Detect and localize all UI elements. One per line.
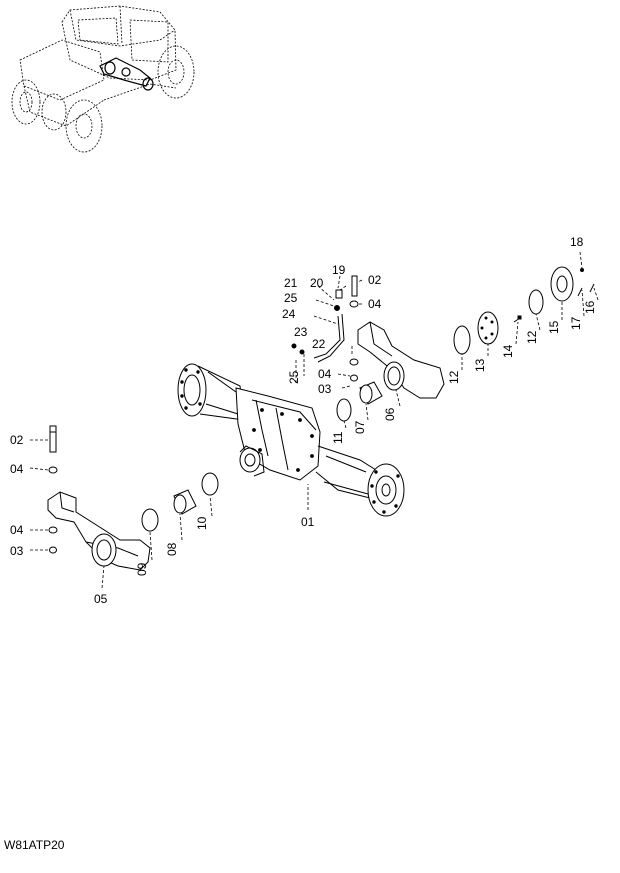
callout-06: 06 bbox=[383, 407, 397, 421]
top-fittings bbox=[291, 275, 359, 382]
callout-24: 24 bbox=[282, 307, 296, 321]
cover-plate-13 bbox=[477, 311, 499, 345]
screw-14 bbox=[513, 315, 522, 323]
left-nut-04 bbox=[48, 466, 58, 474]
left-ring-09 bbox=[141, 508, 159, 532]
tractor-locator-illustration bbox=[11, 5, 195, 153]
bolt-18 bbox=[580, 268, 584, 272]
callout-05: 05 bbox=[94, 592, 108, 606]
callout-25-bottom: 25 bbox=[287, 370, 301, 384]
right-bracket bbox=[357, 321, 445, 399]
callout-labels: 01 02 04 04 03 05 09 08 10 06 07 11 12 1… bbox=[10, 235, 597, 606]
callout-02-left: 02 bbox=[10, 433, 24, 447]
left-bolt-02 bbox=[49, 425, 57, 453]
left-bracket bbox=[47, 491, 151, 571]
seal-ring-12a bbox=[453, 325, 471, 355]
axle-housing bbox=[177, 363, 405, 517]
callout-12-a: 12 bbox=[447, 370, 461, 384]
seal-ring-12b bbox=[528, 289, 544, 315]
left-bushing-08 bbox=[173, 489, 197, 515]
left-ring-10 bbox=[201, 472, 219, 496]
leader-lines bbox=[29, 251, 599, 589]
right-ring-11 bbox=[336, 398, 352, 422]
callout-04-left-bottom: 04 bbox=[10, 523, 24, 537]
callout-21: 21 bbox=[284, 276, 298, 290]
left-nut-04-lower bbox=[48, 526, 58, 554]
callout-20: 20 bbox=[310, 276, 324, 290]
callout-11: 11 bbox=[331, 431, 345, 444]
callout-07: 07 bbox=[353, 420, 367, 434]
callout-14: 14 bbox=[501, 344, 515, 358]
callout-17: 17 bbox=[569, 316, 583, 330]
callout-03-left: 03 bbox=[10, 544, 24, 558]
callout-13: 13 bbox=[473, 358, 487, 372]
callout-16: 16 bbox=[583, 300, 597, 314]
callout-23: 23 bbox=[294, 325, 308, 339]
callout-25-top: 25 bbox=[284, 291, 298, 305]
callout-09: 09 bbox=[135, 562, 149, 576]
highlighted-axle-icon bbox=[99, 57, 154, 91]
callout-03-right: 03 bbox=[318, 382, 332, 396]
callout-15: 15 bbox=[547, 320, 561, 334]
callout-18: 18 bbox=[570, 235, 584, 249]
drawing-code: W81ATP20 bbox=[4, 838, 65, 852]
callout-04-right-bottom: 04 bbox=[318, 367, 332, 381]
callout-02-right: 02 bbox=[368, 273, 382, 287]
callout-04-left-top: 04 bbox=[10, 462, 24, 476]
callout-08: 08 bbox=[165, 542, 179, 556]
callout-04-right-top: 04 bbox=[368, 297, 382, 311]
bolt-16-17 bbox=[577, 283, 595, 297]
callout-10: 10 bbox=[195, 516, 209, 530]
callout-01: 01 bbox=[301, 515, 315, 529]
callout-19: 19 bbox=[332, 263, 346, 277]
callout-22: 22 bbox=[312, 337, 326, 351]
right-bushing-07 bbox=[359, 381, 383, 405]
flange-cover-15 bbox=[550, 266, 574, 302]
callout-12-b: 12 bbox=[525, 330, 539, 344]
